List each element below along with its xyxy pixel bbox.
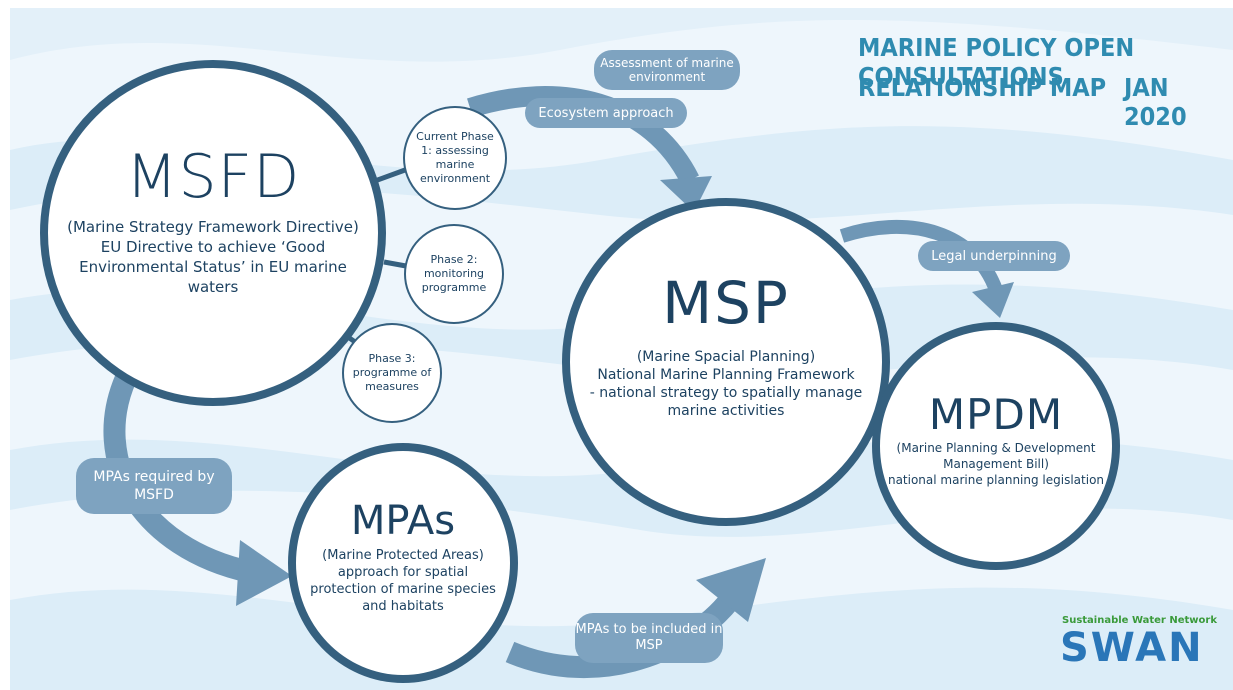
msfd-description: (Marine Strategy Framework Directive) EU…: [53, 217, 373, 297]
mpdm-description: (Marine Planning & Development Managemen…: [878, 440, 1114, 488]
label-legal: Legal underpinning: [918, 241, 1070, 271]
phase2-circle: Phase 2: monitoring programme: [404, 224, 504, 324]
swan-logo: Sustainable Water Network SWAN: [1060, 615, 1217, 677]
mpas-desc-line2: approach for spatial protection of marin…: [310, 565, 496, 614]
msfd-desc-line1: (Marine Strategy Framework Directive): [67, 218, 359, 236]
header-title: MARINE POLICY OPEN CONSULTATIONS: [858, 33, 1135, 91]
phase1-circle: Current Phase 1: assessing marine enviro…: [403, 106, 507, 210]
phase1-text: Current Phase 1: assessing marine enviro…: [416, 130, 494, 185]
msp-circle: MSP (Marine Spacial Planning) National M…: [562, 198, 890, 526]
mpas-description: (Marine Protected Areas) approach for sp…: [308, 547, 498, 615]
mpas-circle: MPAs (Marine Protected Areas) approach f…: [288, 443, 518, 683]
msfd-desc-line2: EU Directive to achieve ‘Good Environmen…: [79, 238, 347, 296]
logo-tagline: Sustainable Water Network: [1062, 615, 1217, 626]
msp-desc-line3: - national strategy to spatially manage …: [589, 385, 863, 419]
mpas-title: MPAs: [350, 498, 456, 544]
header-subtitle: RELATIONSHIP MAP: [858, 73, 1107, 102]
mpas-desc-line1: (Marine Protected Areas): [322, 548, 484, 563]
msp-description: (Marine Spacial Planning) National Marin…: [576, 348, 876, 420]
logo-name: SWAN: [1060, 625, 1204, 671]
mpdm-desc-line1: (Marine Planning & Development Managemen…: [896, 441, 1096, 471]
mpdm-title: MPDM: [928, 390, 1064, 439]
msp-desc-line2: National Marine Planning Framework: [597, 367, 855, 383]
connector-phase2: [383, 259, 407, 269]
label-mpas-msp: MPAs to be included in MSP: [575, 613, 723, 663]
msfd-title: MSFD: [125, 142, 301, 212]
mpdm-circle: MPDM (Marine Planning & Development Mana…: [872, 322, 1120, 570]
label-mpas-required: MPAs required by MSFD: [76, 458, 232, 514]
msp-desc-line1: (Marine Spacial Planning): [636, 349, 816, 365]
mpdm-desc-line2: national marine planning legislation: [887, 473, 1105, 487]
header-date: JAN 2020: [1124, 73, 1187, 131]
phase2-text: Phase 2: monitoring programme: [421, 253, 487, 294]
label-assessment: Assessment of marine environment: [594, 50, 740, 90]
msfd-circle: MSFD (Marine Strategy Framework Directiv…: [40, 60, 386, 406]
msp-title: MSP: [662, 269, 790, 337]
phase3-text: Phase 3: programme of measures: [352, 352, 432, 393]
label-ecosystem: Ecosystem approach: [525, 98, 687, 128]
phase3-circle: Phase 3: programme of measures: [342, 323, 442, 423]
